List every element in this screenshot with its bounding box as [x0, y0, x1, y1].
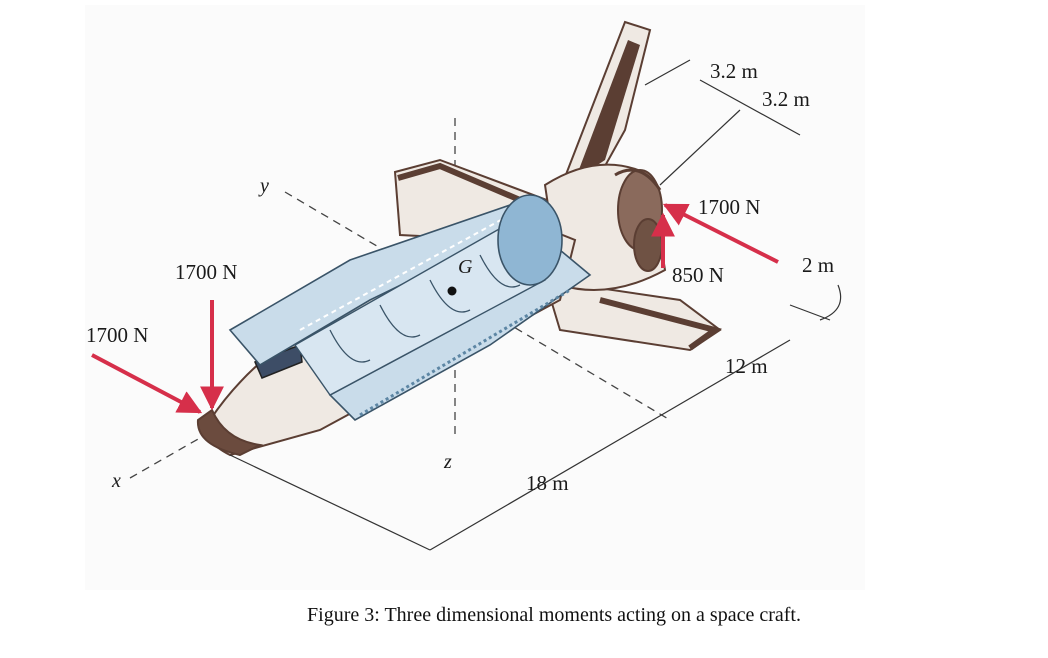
- y-axis-line: [284, 191, 456, 293]
- dim-18m-label: 18 m: [526, 471, 569, 495]
- axis-x-label: x: [111, 470, 121, 492]
- force-nose-side-arrow: [91, 353, 203, 414]
- center-of-mass-label: G: [458, 256, 473, 278]
- center-of-mass-point: [447, 286, 457, 296]
- axis-z-label: z: [443, 451, 452, 473]
- force-nose-side-label: 1700 N: [86, 323, 148, 347]
- force-engine-label: 1700 N: [698, 195, 760, 219]
- dim-18m-line: [229, 454, 431, 551]
- dim-12m-line: [429, 339, 791, 551]
- dim-12m-label: 12 m: [725, 354, 768, 378]
- dim-3-2-label-b: 3.2 m: [762, 87, 810, 111]
- force-arrows: [91, 203, 779, 414]
- dim-3-2-line-b: [699, 79, 801, 136]
- force-engine-arrow: [662, 203, 779, 264]
- dim-3-2-ext: [659, 109, 741, 186]
- figure-caption: Figure 3: Three dimensional moments acti…: [307, 604, 801, 626]
- axis-y-label: y: [258, 175, 269, 197]
- dim-2m-label: 2 m: [802, 253, 834, 277]
- dim-2m-line: [789, 304, 831, 321]
- force-nose-vertical-label: 1700 N: [175, 260, 237, 284]
- dim-2m-arc: [819, 284, 842, 321]
- lower-wing-edge: [599, 297, 722, 351]
- payload-bay: [228, 194, 592, 421]
- dimension-lines: [229, 59, 842, 551]
- upper-wing-edge: [397, 162, 522, 203]
- dim-3-2-line-a: [644, 59, 691, 86]
- force-engine-vertical-label: 850 N: [672, 263, 724, 287]
- nose-cap: [196, 408, 264, 457]
- aft-bulkhead-dome: [497, 194, 563, 286]
- dim-3-2-label-a: 3.2 m: [710, 59, 758, 83]
